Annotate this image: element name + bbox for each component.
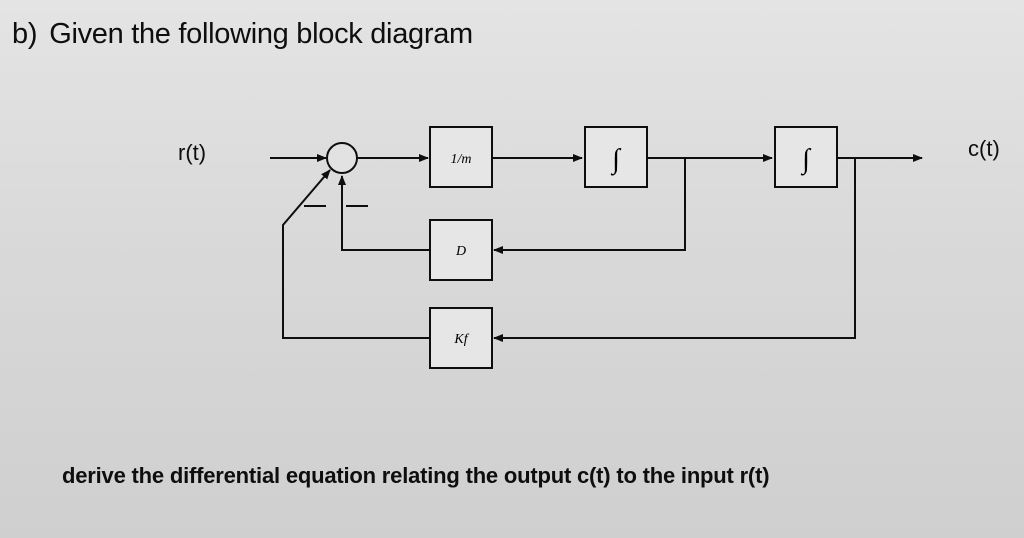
spring-feedback-line	[282, 169, 430, 339]
integrator-1-symbol: ∫	[610, 144, 622, 176]
question-prompt: derive the differential equation relatin…	[62, 463, 770, 488]
damping-block	[429, 219, 493, 281]
integrator-block-1	[584, 126, 648, 188]
damping-block-label: D	[455, 244, 466, 259]
mass-block-label: 1/m	[451, 152, 472, 167]
position-feedback-path	[493, 158, 856, 342]
input-signal-label: r(t)	[178, 140, 207, 165]
damping-feedback-line	[338, 175, 430, 251]
velocity-feedback-path	[493, 158, 686, 254]
integrator-block-2	[774, 126, 838, 188]
spring-block	[429, 307, 493, 369]
question-title: b) Given the following block diagram	[12, 18, 473, 51]
summing-junction	[326, 142, 358, 174]
spring-block-label: Kf	[453, 332, 469, 347]
mass-block	[429, 126, 493, 188]
question-title-text: Given the following block diagram	[49, 18, 473, 50]
integrator-2-symbol: ∫	[800, 144, 812, 176]
question-part-label: b)	[12, 18, 38, 50]
output-signal-label: c(t)	[968, 136, 1000, 161]
